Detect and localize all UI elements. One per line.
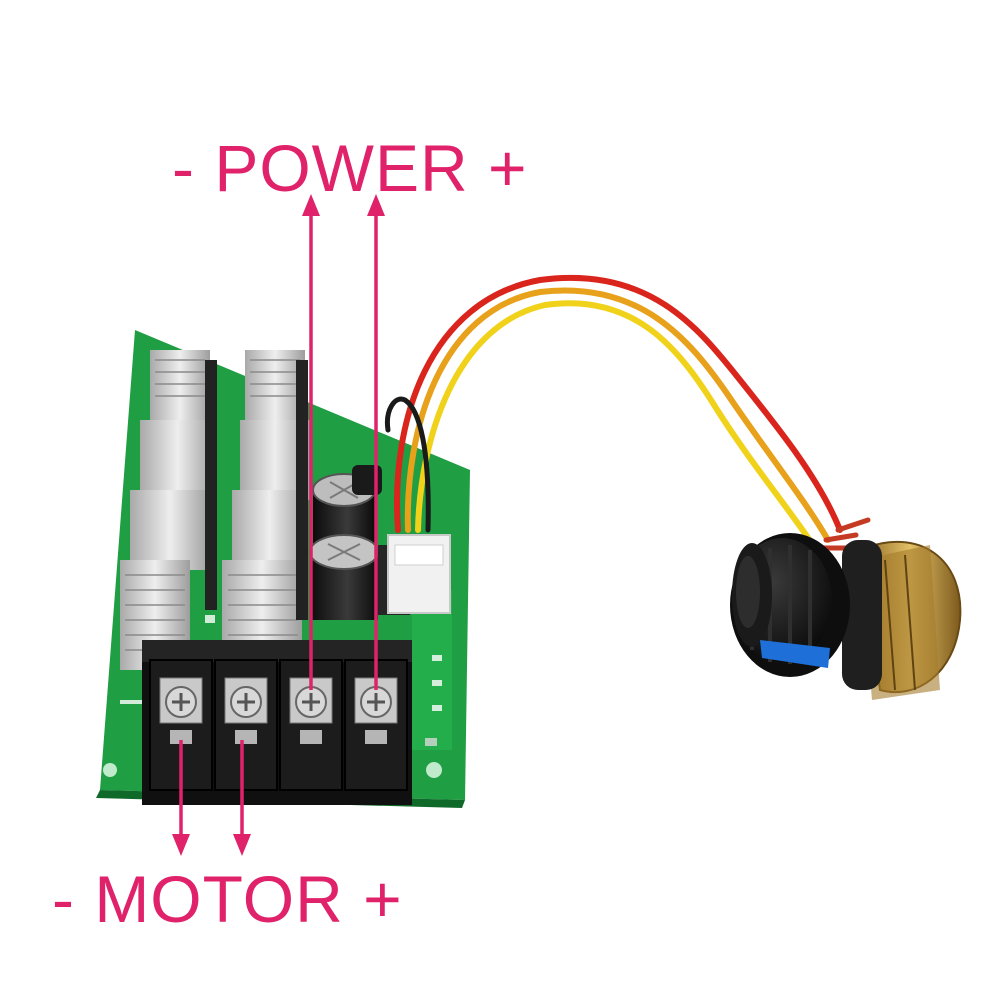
motor-label: - MOTOR + (52, 862, 403, 936)
potentiometer-knob (730, 533, 962, 700)
motor-plus-arrow (233, 740, 251, 856)
motor-minus-screw (159, 677, 203, 744)
motor-minus-arrow (172, 740, 190, 856)
annotation-arrows (172, 194, 385, 856)
capacitors (309, 465, 410, 620)
heatsinks (120, 350, 310, 670)
power-label: - POWER + (172, 131, 528, 205)
power-minus-arrow (302, 194, 320, 690)
potentiometer-wires (384, 274, 871, 551)
power-plus-arrow (367, 194, 385, 690)
wire-connector (387, 534, 451, 614)
motor-plus-screw (224, 677, 268, 744)
screw-terminal-block (142, 640, 412, 805)
